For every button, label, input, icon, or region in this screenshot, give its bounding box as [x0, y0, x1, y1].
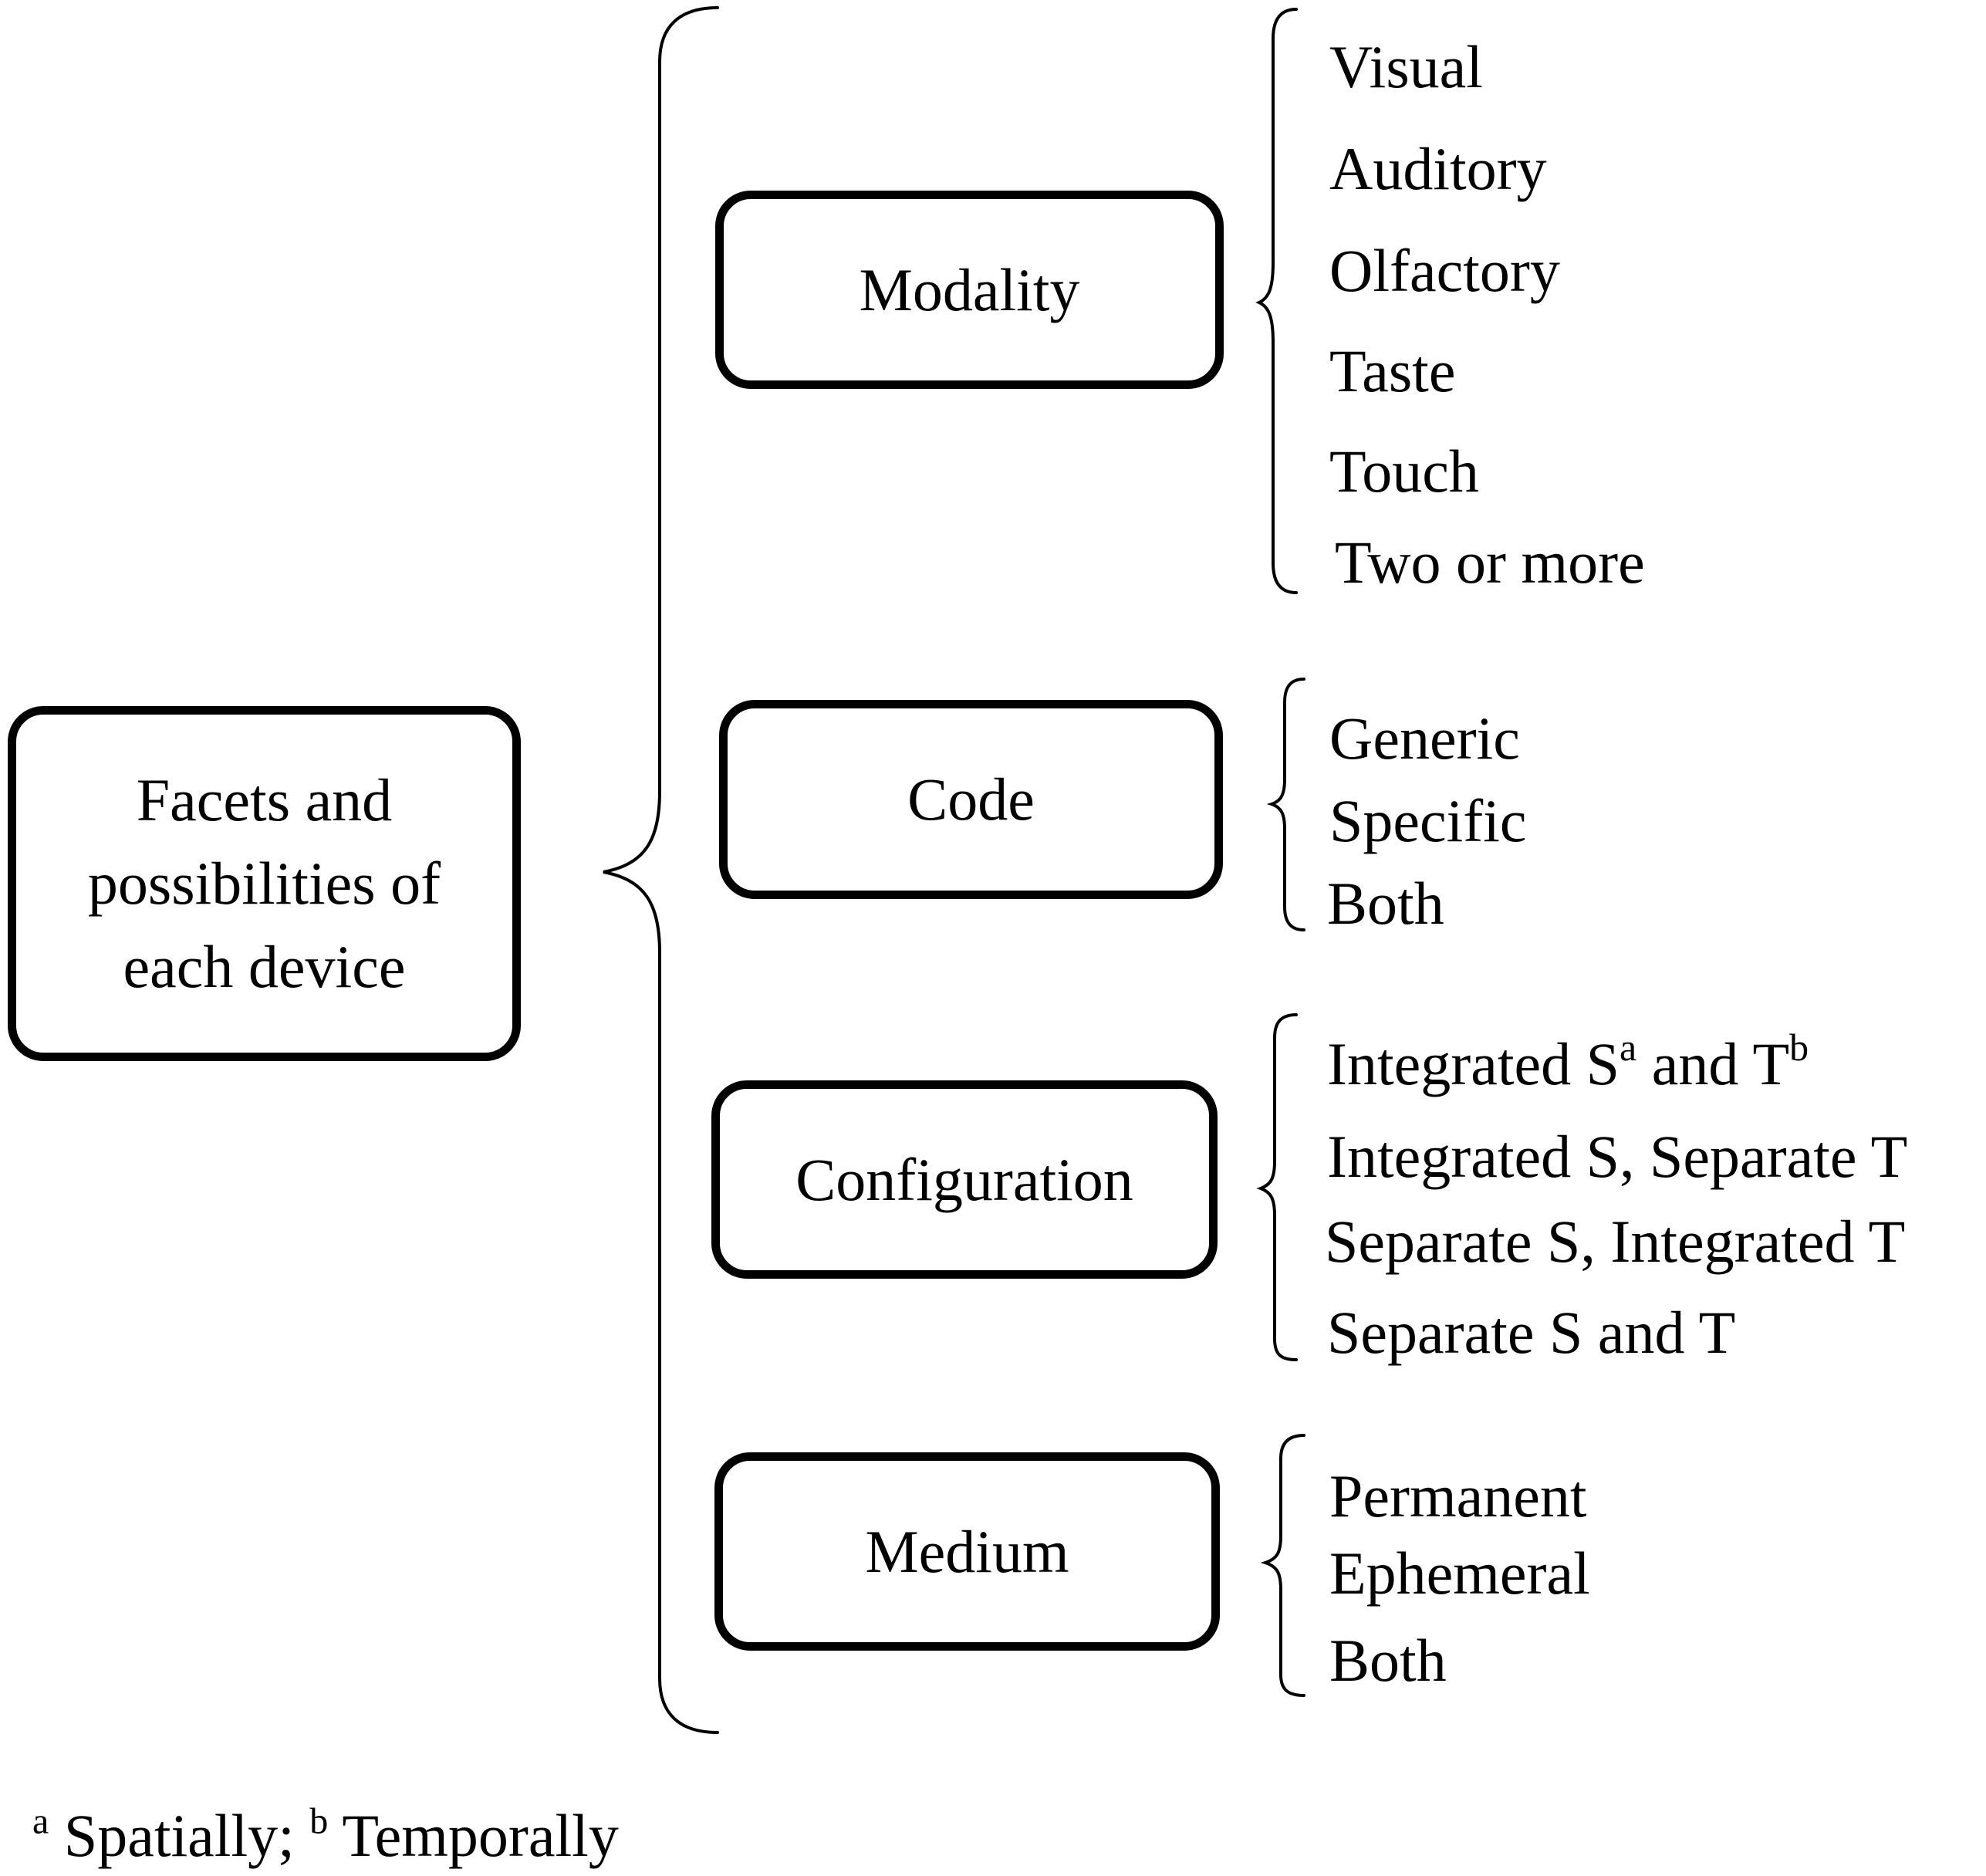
option-touch: Touch	[1329, 438, 1479, 505]
option-separate-s-and-t: Separate S and T	[1327, 1299, 1736, 1366]
footnote-marker-a: a	[1620, 1026, 1637, 1069]
option-ephemeral: Ephemeral	[1329, 1540, 1590, 1607]
option-specific: Specific	[1329, 787, 1527, 854]
option-integrated-s-text: Integrated S	[1327, 1030, 1620, 1097]
configuration-brace	[1256, 1013, 1298, 1361]
root-label: Facets and possibilities of each device	[87, 766, 441, 1000]
facet-box-medium: Medium	[714, 1452, 1220, 1651]
facet-box-modality: Modality	[715, 191, 1224, 389]
facet-box-code: Code	[719, 700, 1223, 899]
facet-label-code: Code	[907, 766, 1035, 833]
root-box: Facets and possibilities of each device	[8, 706, 521, 1061]
code-brace	[1266, 678, 1305, 931]
facet-label-configuration: Configuration	[795, 1145, 1133, 1213]
option-taste: Taste	[1329, 337, 1456, 404]
option-permanent: Permanent	[1329, 1462, 1587, 1530]
option-visual: Visual	[1329, 33, 1483, 100]
footnote-a-text: Spatially;	[49, 1802, 310, 1869]
footnote-marker-b: b	[1789, 1026, 1809, 1069]
option-olfactory: Olfactory	[1329, 237, 1560, 304]
option-separate-s-integrated-t: Separate S, Integrated T	[1325, 1208, 1906, 1275]
option-and-t-text: and T	[1636, 1030, 1790, 1097]
footnote: a Spatially; b Temporally	[32, 1803, 619, 1866]
footnote-b-mark: b	[309, 1800, 329, 1842]
facet-box-configuration: Configuration	[711, 1080, 1218, 1279]
footnote-a-mark: a	[32, 1800, 49, 1842]
medium-brace	[1260, 1434, 1305, 1697]
option-auditory: Auditory	[1329, 135, 1547, 202]
modality-brace	[1255, 8, 1298, 594]
option-two-or-more: Two or more	[1335, 529, 1645, 596]
option-integrated-s-separate-t: Integrated S, Separate T	[1327, 1123, 1908, 1190]
facet-label-medium: Medium	[865, 1517, 1069, 1585]
root-brace	[603, 6, 719, 1734]
option-generic: Generic	[1329, 705, 1520, 772]
footnote-b-text: Temporally	[328, 1802, 619, 1869]
option-both-code: Both	[1327, 870, 1444, 937]
option-integrated-s-and-t: Integrated Sa and Tb	[1327, 1028, 1809, 1094]
option-both-medium: Both	[1329, 1627, 1447, 1694]
facet-label-modality: Modality	[859, 255, 1080, 323]
